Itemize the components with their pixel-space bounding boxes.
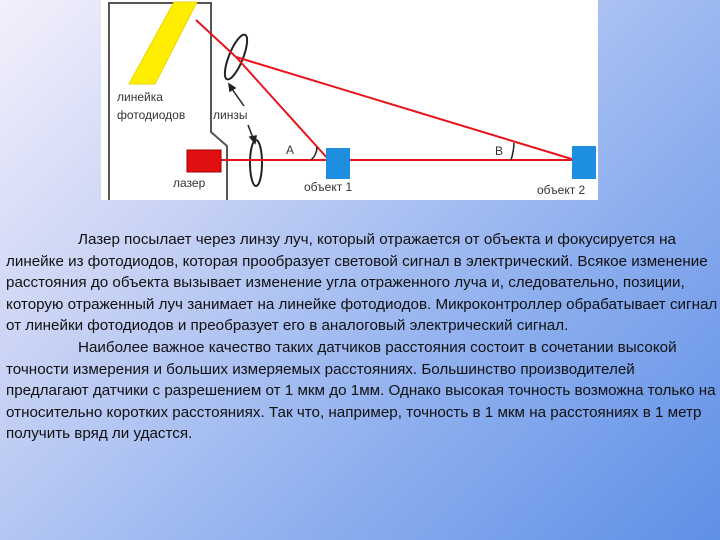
angle-a-label: A (286, 143, 294, 157)
object-1-label: объект 1 (304, 180, 353, 194)
lenses-label: линзы (213, 108, 247, 122)
angle-b-arc (510, 142, 515, 161)
object-1 (326, 148, 350, 179)
sensor-housing (108, 2, 228, 200)
object-2-label: объект 2 (537, 183, 586, 197)
photodiode-label-line-2: фотодиодов (117, 108, 185, 122)
photodiode-label-line-1: линейка (117, 90, 163, 104)
object-2 (572, 146, 596, 179)
angle-a-arc (310, 146, 318, 161)
lens-pointer-arrows (228, 82, 257, 145)
photodiode-strip (128, 1, 198, 85)
sensor-diagram: линейка фотодиодов линзы лазер A B объек… (101, 0, 598, 200)
body-text: Лазер посылает через линзу луч, который … (6, 229, 718, 445)
paragraph-2: Наиболее важное качество таких датчиков … (6, 338, 716, 443)
lower-lens (249, 139, 263, 187)
laser-label: лазер (173, 176, 206, 190)
angle-b-label: B (495, 144, 503, 158)
paragraph-1: Лазер посылает через линзу луч, который … (6, 231, 718, 335)
laser-beams (195, 19, 576, 161)
laser-emitter (186, 149, 222, 173)
sensor-diagram-svg: линейка фотодиодов линзы лазер A B объек… (108, 1, 596, 200)
